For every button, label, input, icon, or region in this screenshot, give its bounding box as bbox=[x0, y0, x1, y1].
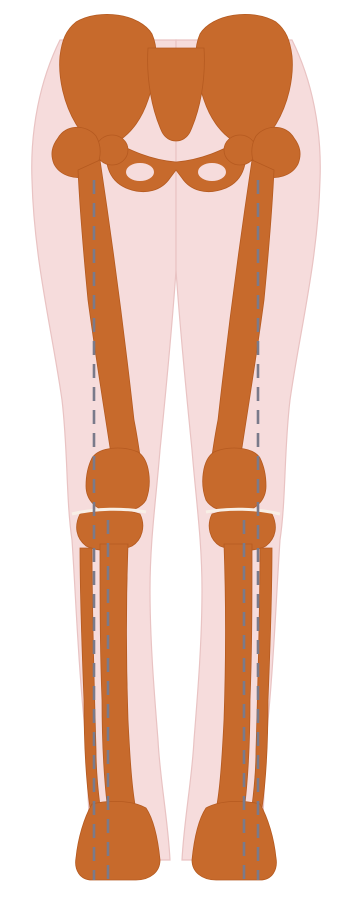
right-obturator-foramen bbox=[198, 163, 226, 181]
left-foot bbox=[76, 801, 160, 880]
left-femoral-head bbox=[96, 135, 128, 165]
right-knee-femoral-condyles bbox=[203, 448, 266, 512]
right-foot bbox=[192, 801, 276, 880]
left-obturator-foramen bbox=[126, 163, 154, 181]
right-femoral-head bbox=[224, 135, 256, 165]
left-knee-femoral-condyles bbox=[86, 448, 149, 512]
